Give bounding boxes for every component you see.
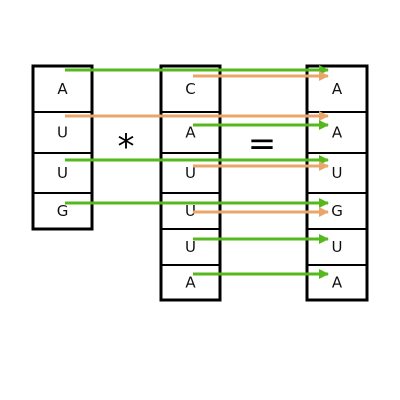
- equals-operator: =: [248, 124, 277, 164]
- middle-cell-label: U: [185, 164, 196, 182]
- middle-cell-label: C: [185, 80, 195, 98]
- right-cell-label: U: [332, 238, 343, 256]
- left-cell-label: G: [57, 202, 69, 220]
- arrow-layer: [65, 65, 329, 279]
- middle-column-frame: [159, 64, 222, 302]
- middle-cell-label: A: [185, 124, 196, 142]
- right-cell-label: A: [332, 80, 343, 98]
- left-cell-label: A: [57, 80, 68, 98]
- right-column-frame: [305, 64, 369, 302]
- left-cell-label: U: [57, 124, 68, 142]
- middle-cell-label: A: [185, 274, 196, 292]
- right-cell-label: A: [332, 274, 343, 292]
- right-cell-label: A: [332, 124, 343, 142]
- middle-cell-label: U: [185, 238, 196, 256]
- middle-cell-label: U: [185, 202, 196, 220]
- left-column-frame: [31, 64, 94, 231]
- left-column: A U U G: [31, 64, 94, 231]
- multiply-operator: *: [118, 127, 135, 167]
- left-cell-label: U: [57, 164, 68, 182]
- right-cell-label: U: [332, 164, 343, 182]
- right-cell-label: G: [331, 202, 343, 220]
